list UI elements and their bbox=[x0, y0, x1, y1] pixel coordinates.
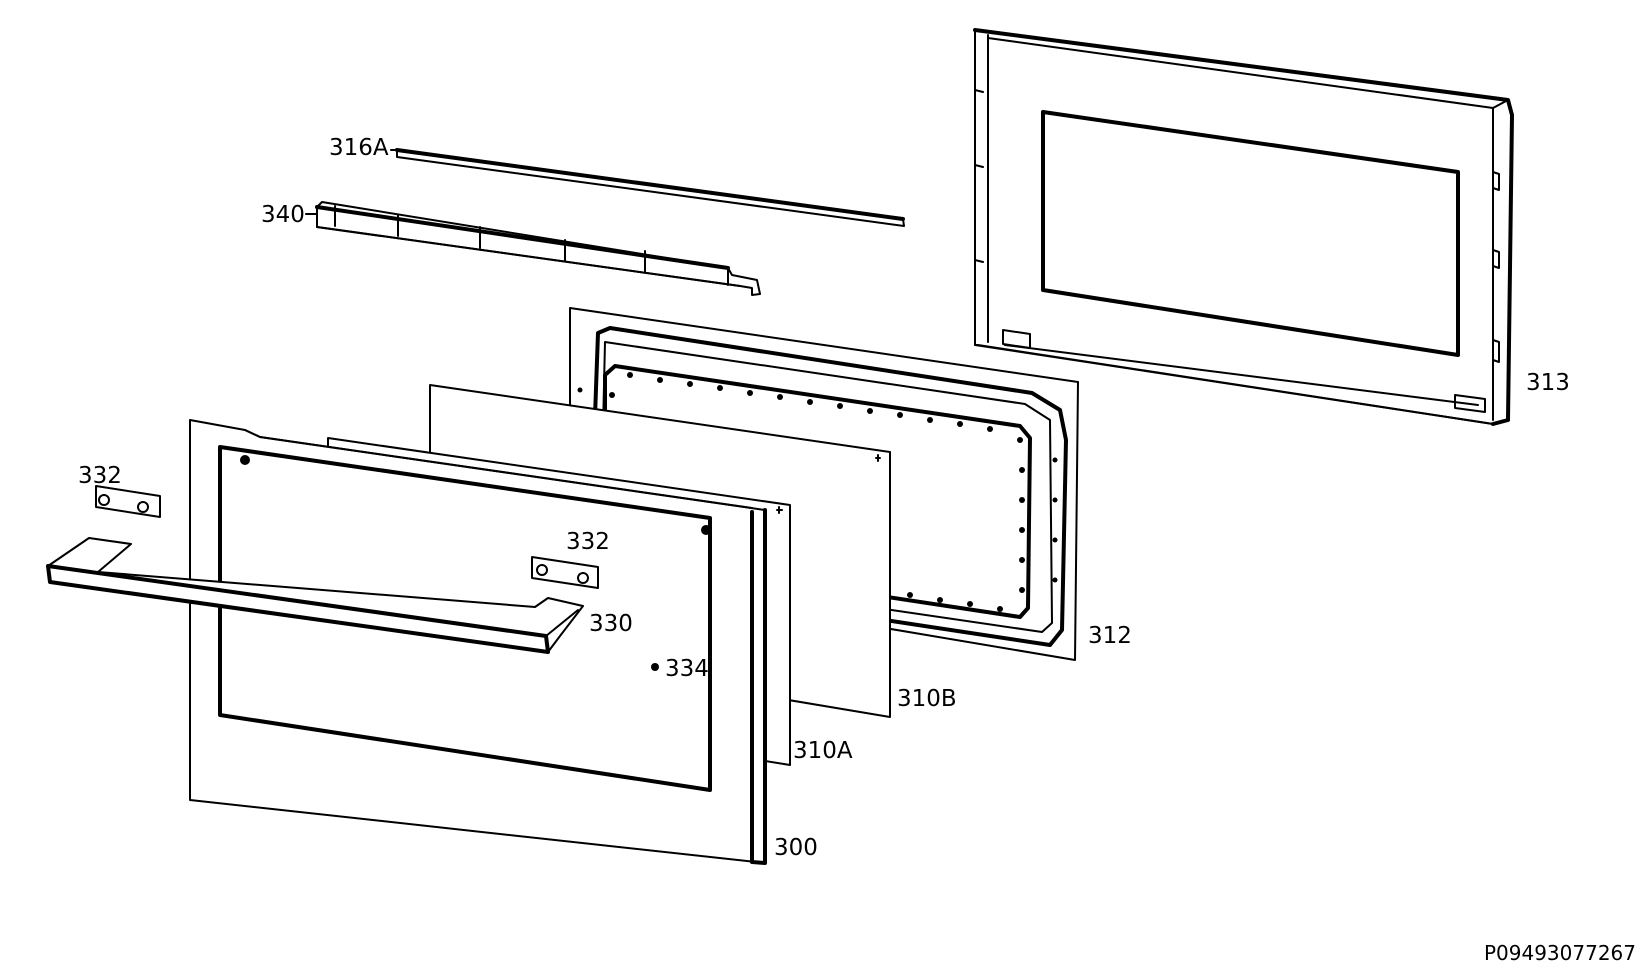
part-330-handle bbox=[46, 537, 584, 654]
document-code: P09493077267 bbox=[1484, 941, 1636, 965]
label-340: 340 bbox=[261, 202, 305, 228]
label-310A: 310A bbox=[793, 738, 853, 764]
label-313: 313 bbox=[1526, 370, 1570, 396]
label-332-left: 332 bbox=[78, 463, 122, 489]
part-316A-strip bbox=[395, 148, 905, 227]
label-334: 334 bbox=[665, 656, 709, 682]
label-300: 300 bbox=[774, 835, 818, 861]
label-310B: 310B bbox=[897, 686, 957, 712]
label-316A: 316A bbox=[329, 135, 389, 161]
leader-lines bbox=[305, 149, 398, 215]
part-332-bracket-right bbox=[531, 556, 599, 589]
part-332-bracket-left bbox=[95, 485, 161, 518]
label-332-right: 332 bbox=[566, 529, 610, 555]
part-313-rear-frame bbox=[973, 28, 1514, 426]
part-334-screw bbox=[651, 663, 659, 671]
label-330: 330 bbox=[589, 611, 633, 637]
part-340-deflector bbox=[315, 201, 761, 296]
label-312: 312 bbox=[1088, 623, 1132, 649]
